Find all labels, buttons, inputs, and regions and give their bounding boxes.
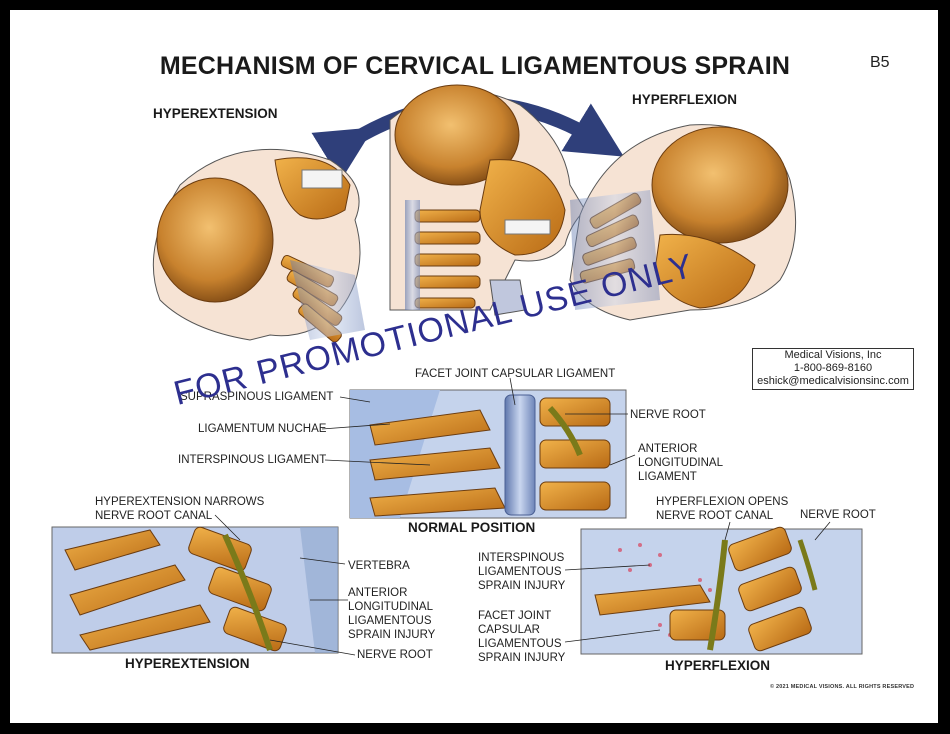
label-facet-joint-capsular-ligament: FACET JOINT CAPSULAR LIGAMENT	[415, 368, 616, 380]
hyperflexion-caption: HYPERFLEXION	[665, 658, 771, 673]
plate-code: B5	[870, 54, 890, 71]
label-anterior-longitudinal-ligament: ANTERIOR LONGITUDINAL LIGAMENT	[638, 443, 723, 483]
contact-box: Medical Visions, Inc 1-800-869-8160 eshi…	[752, 348, 914, 390]
label-facet-joint-sprain: FACET JOINT CAPSULAR LIGAMENTOUS SPRAIN …	[478, 610, 566, 664]
label-hyperextension-narrows: HYPEREXTENSION NARROWS NERVE ROOT CANAL	[95, 496, 265, 522]
label-hyperflexion-nerve-root: NERVE ROOT	[800, 509, 876, 521]
label-vertebra: VERTEBRA	[348, 560, 410, 572]
illustration-sheet: MECHANISM OF CERVICAL LIGAMENTOUS SPRAIN…	[10, 10, 938, 723]
top-hyperextension-label: HYPEREXTENSION	[153, 106, 278, 121]
label-hyperextension-nerve-root: NERVE ROOT	[357, 649, 433, 661]
label-ligamentum-nuchae: LIGAMENTUM NUCHAE	[198, 423, 327, 435]
hyperextension-head-illustration	[152, 148, 365, 343]
label-normal-nerve-root: NERVE ROOT	[630, 409, 706, 421]
neutral-head-illustration	[389, 84, 586, 316]
anatomy-artwork	[51, 84, 863, 656]
hyperextension-caption: HYPEREXTENSION	[125, 656, 250, 671]
normal-position-panel-art	[349, 389, 627, 519]
label-hyperflexion-opens: HYPERFLEXION OPENS NERVE ROOT CANAL	[656, 496, 789, 522]
copyright-notice: © 2021 MEDICAL VISIONS. ALL RIGHTS RESER…	[770, 684, 915, 690]
label-supraspinous-ligament: SUPRASPINOUS LIGAMENT	[180, 391, 334, 403]
page-title: MECHANISM OF CERVICAL LIGAMENTOUS SPRAIN	[159, 52, 791, 80]
label-anterior-longitudinal-sprain: ANTERIOR LONGITUDINAL LIGAMENTOUS SPRAIN…	[348, 587, 436, 641]
label-interspinous-sprain: INTERSPINOUS LIGAMENTOUS SPRAIN INJURY	[478, 552, 566, 592]
label-interspinous-ligament: INTERSPINOUS LIGAMENT	[178, 454, 327, 466]
contact-email: eshick@medicalvisionsinc.com	[757, 375, 909, 387]
hyperextension-panel-art	[51, 526, 339, 654]
contact-company: Medical Visions, Inc	[784, 349, 882, 361]
hyperflexion-head-illustration	[569, 124, 797, 321]
contact-phone: 1-800-869-8160	[793, 362, 873, 374]
normal-position-caption: NORMAL POSITION	[408, 520, 536, 535]
top-hyperflexion-label: HYPERFLEXION	[632, 92, 738, 107]
label-leader-lines	[214, 377, 831, 656]
hyperflexion-panel-art	[580, 526, 863, 655]
